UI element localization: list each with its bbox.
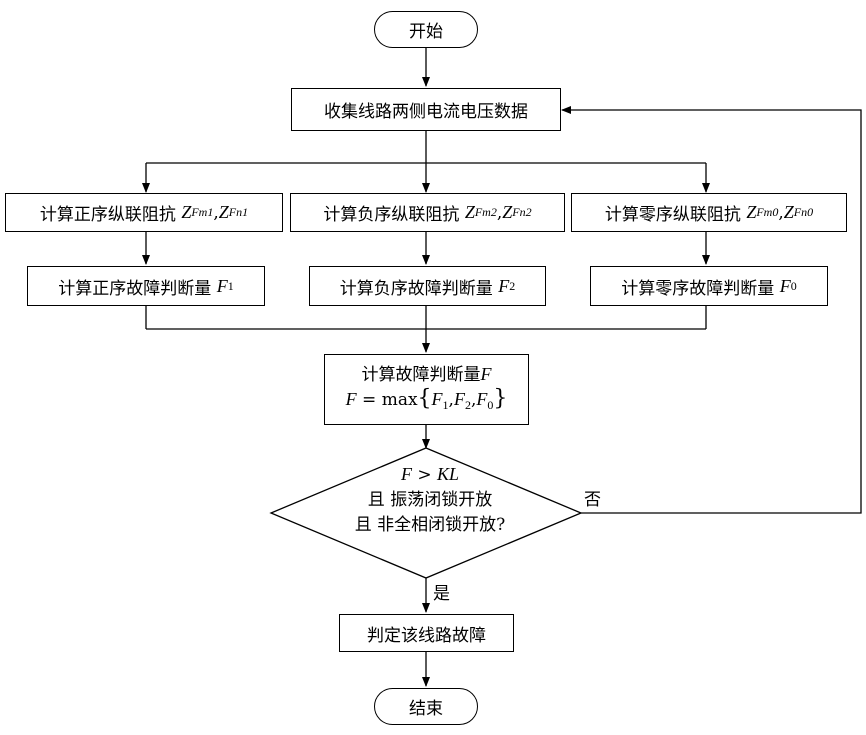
decision-text: F > KL 且 振荡闭锁开放 且 非全相闭锁开放? <box>280 462 580 538</box>
fault-quantity-zero-sub: 0 <box>791 279 797 294</box>
impedance-positive-label: 计算正序纵联阻抗 <box>40 200 176 225</box>
combine-var: F <box>481 364 492 384</box>
impedance-zero-z2: Z <box>784 202 794 223</box>
fault-quantity-zero-box: 计算零序故障判断量 F0 <box>590 266 828 306</box>
combine-label: 计算故障判断量 <box>362 365 481 385</box>
formula-f0: F <box>476 389 487 409</box>
formula-eq: = max <box>357 390 418 410</box>
impedance-negative-z2-sub: Fn2 <box>512 205 531 220</box>
decision-var-f: F <box>401 464 412 484</box>
fault-quantity-positive-sub: 1 <box>228 279 234 294</box>
result-label: 判定该线路故障 <box>367 621 486 646</box>
combine-fault-quantity-box: 计算故障判断量F F = max{F1,F2,F0} <box>324 354 529 425</box>
fault-quantity-negative-var: F <box>498 276 509 297</box>
impedance-positive-z1: Z <box>181 202 191 223</box>
combine-formula-line: F = max{F1,F2,F0} <box>346 387 508 417</box>
formula-close-brace: } <box>493 386 507 411</box>
result-box: 判定该线路故障 <box>339 614 514 652</box>
arrow-no-loop <box>562 110 861 513</box>
impedance-zero-z1-sub: Fm0 <box>756 205 778 220</box>
formula-f2: F <box>454 389 465 409</box>
impedance-zero-z2-sub: Fn0 <box>794 205 813 220</box>
decision-yes-label: 是 <box>433 579 450 604</box>
impedance-negative-box: 计算负序纵联阻抗 ZFm2,ZFn2 <box>290 193 565 232</box>
collect-label: 收集线路两侧电流电压数据 <box>324 97 528 122</box>
fault-quantity-positive-var: F <box>217 276 228 297</box>
impedance-zero-box: 计算零序纵联阻抗 ZFm0,ZFn0 <box>571 193 847 232</box>
impedance-negative-label: 计算负序纵联阻抗 <box>323 200 459 225</box>
collect-data-box: 收集线路两侧电流电压数据 <box>291 88 561 131</box>
formula-open-brace: { <box>418 386 432 411</box>
decision-line-3: 且 非全相闭锁开放? <box>280 513 580 538</box>
impedance-negative-z2: Z <box>502 202 512 223</box>
decision-line-1: F > KL <box>280 462 580 488</box>
impedance-zero-label: 计算零序纵联阻抗 <box>605 200 741 225</box>
fault-quantity-negative-box: 计算负序故障判断量 F2 <box>309 266 546 306</box>
end-label: 结束 <box>409 694 443 719</box>
start-label: 开始 <box>409 17 443 42</box>
impedance-negative-z1-sub: Fm2 <box>475 205 497 220</box>
decision-threshold: KL <box>437 464 459 484</box>
formula-f1: F <box>432 389 443 409</box>
impedance-positive-z1-sub: Fm1 <box>191 205 213 220</box>
decision-no-label: 否 <box>584 485 601 510</box>
formula-lhs: F <box>346 389 357 409</box>
combine-title-line: 计算故障判断量F <box>362 362 492 387</box>
impedance-positive-z2: Z <box>219 202 229 223</box>
start-terminal: 开始 <box>374 11 478 48</box>
fault-quantity-negative-sub: 2 <box>509 279 515 294</box>
impedance-positive-box: 计算正序纵联阻抗 ZFm1,ZFn1 <box>5 193 283 232</box>
fault-quantity-negative-label: 计算负序故障判断量 <box>340 274 493 299</box>
impedance-zero-z1: Z <box>746 202 756 223</box>
decision-line-2: 且 振荡闭锁开放 <box>280 488 580 513</box>
fault-quantity-positive-label: 计算正序故障判断量 <box>58 274 211 299</box>
fault-quantity-positive-box: 计算正序故障判断量 F1 <box>27 266 265 306</box>
fault-quantity-zero-label: 计算零序故障判断量 <box>621 274 774 299</box>
impedance-negative-z1: Z <box>465 202 475 223</box>
fault-quantity-zero-var: F <box>780 276 791 297</box>
decision-operator: > <box>412 465 437 485</box>
impedance-positive-z2-sub: Fn1 <box>229 205 248 220</box>
end-terminal: 结束 <box>374 688 478 725</box>
